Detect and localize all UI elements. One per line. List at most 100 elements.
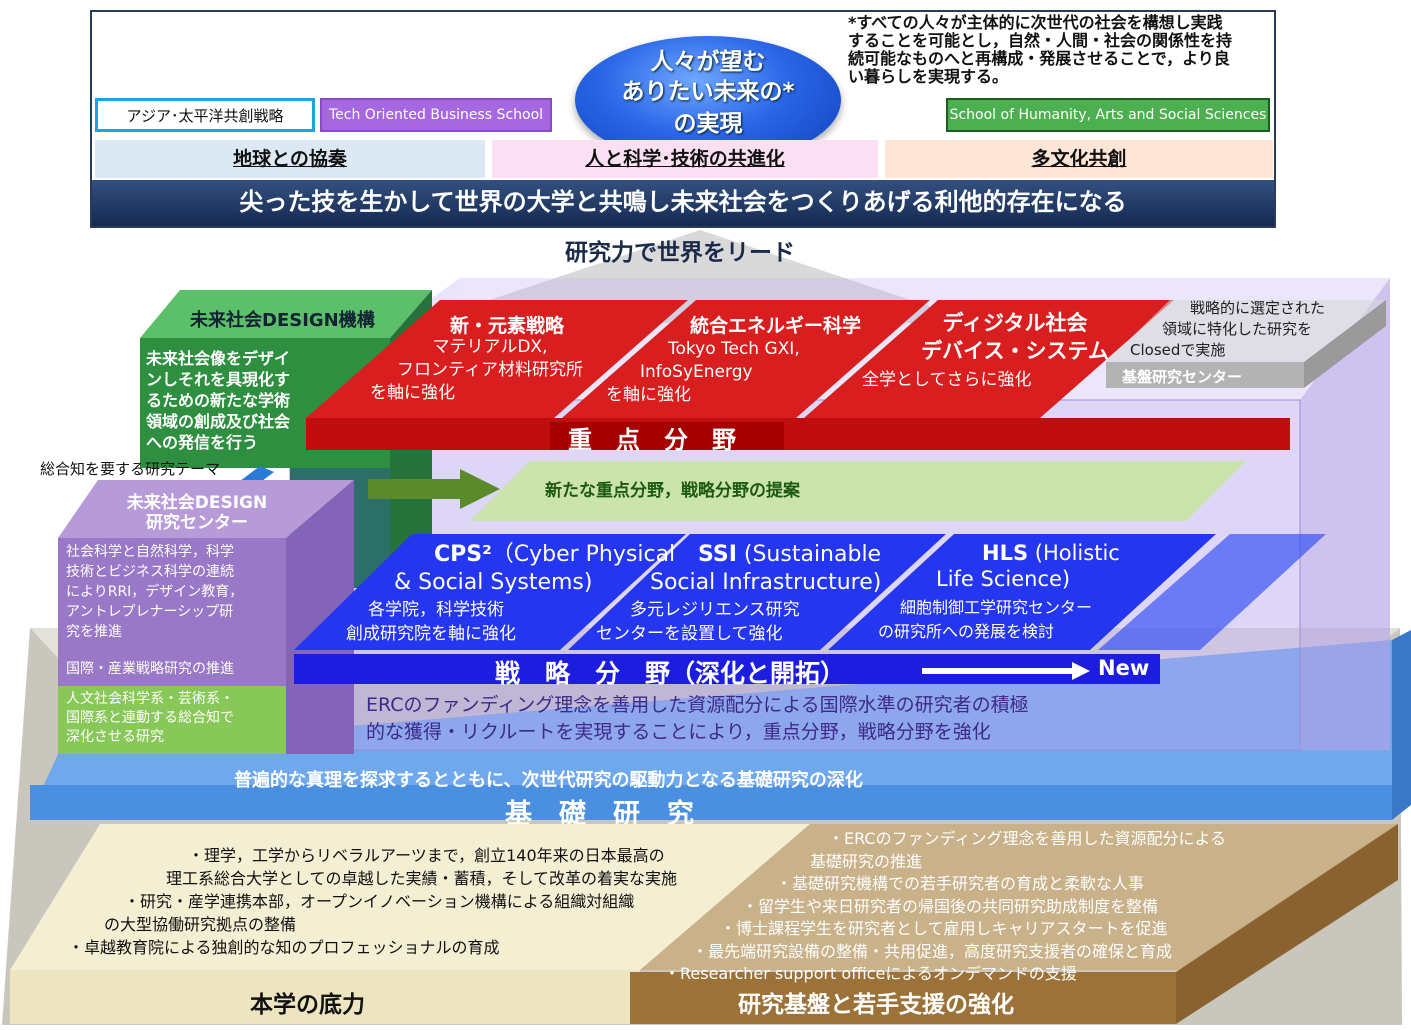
strategic-label: 戦 略 分 野（深化と開拓） — [495, 659, 846, 688]
proposal-band — [368, 461, 1246, 521]
design-center-line: によりRRI，デザイン教育， — [66, 584, 244, 600]
new-label: New — [1098, 656, 1150, 680]
design-center-para2: 国際・産業戦略研究の推進 — [66, 661, 234, 677]
support-line: ・最先端研究設備の整備・共用促進，高度研究支援者の確保と育成 — [692, 941, 1173, 961]
design-center-line: アントレプレナーシップ研 — [66, 604, 234, 620]
design-org-title: 未来社会DESIGN機構 — [190, 310, 375, 331]
priority-label: 重 点 分 野 — [568, 426, 736, 454]
priority-1-title: 新・元素戦略 — [450, 315, 565, 337]
basic-center-line: 戦略的に選定された — [1190, 299, 1326, 317]
footnote-line: い暮らしを実現する。 — [848, 67, 1009, 86]
strategic-2-title: SSI (Sustainable Social Infrastructure) — [650, 541, 881, 597]
priority-line: を軸に強化 — [606, 385, 691, 405]
strength-label: 本学の底力 — [250, 992, 365, 1018]
design-center-line: 技術とビジネス科学の連続 — [66, 564, 234, 580]
strategic-2-title-bold: SSI — [698, 542, 737, 567]
design-center-title-line: 研究センター — [146, 513, 248, 533]
vision-footnote: *すべての人々が主体的に次世代の社会を構想し実践 することを可能とし，自然・人間… — [848, 14, 1232, 86]
support-label: 研究基盤と若手支援の強化 — [738, 992, 1014, 1018]
design-org-line: 領域の創成及び社会 — [146, 412, 291, 431]
design-center-line: 国際系と連動する総合知で — [66, 710, 234, 726]
design-org-line: への発信を行う — [146, 433, 259, 452]
support-list: ・ERCのファンディング理念を善用した資源配分による 基礎研究の推進 ・基礎研究… — [664, 828, 1226, 986]
design-org-desc: 未来社会像をデザイ ンしそれを具現化す るための新たな学術 領域の創成及び社会 … — [146, 348, 290, 453]
priority-line: マテリアルDX, — [432, 337, 548, 357]
design-org-line: るための新たな学術 — [146, 391, 291, 410]
priority-3-title: ディジタル社会 デバイス・システム — [890, 309, 1140, 365]
strength-line: の大型協働研究拠点の整備 — [104, 915, 297, 934]
lead-arrow — [420, 230, 980, 323]
integrated-theme-label: 総合知を要する研究テーマ — [40, 460, 221, 478]
support-line: ・Researcher support officeによるオンデマンドの支援 — [664, 964, 1077, 983]
support-line: 基礎研究の推進 — [810, 851, 923, 871]
priority-line: を軸に強化 — [370, 383, 455, 403]
strategic-1-title: CPS²（Cyber Physical & Social Systems) — [394, 541, 675, 597]
proposal-label: 新たな重点分野，戦略分野の提案 — [545, 481, 800, 501]
basic-center-line: Closedで実施 — [1130, 341, 1226, 359]
footnote-line: することを可能とし，自然・人間・社会の関係性を持 — [848, 31, 1233, 50]
erc-text: ERCのファンディング理念を善用した資源配分による国際水準の研究者の積極 的な獲… — [366, 692, 1029, 746]
strategic-3-title-line2: Life Science) — [936, 567, 1071, 591]
new-arrow — [922, 662, 1090, 680]
priority-line: InfoSyEnergy — [640, 362, 753, 382]
design-center-line: 社会科学と自然科学，科学 — [66, 544, 234, 560]
priority-3-desc: 全学としてさらに強化 — [862, 370, 1032, 390]
strength-line: ・卓越教育院による独創的な知のプロフェッショナルの育成 — [68, 938, 500, 957]
strategic-1-title-bold: CPS² — [434, 542, 492, 567]
design-org-line: ンしそれを具現化す — [146, 370, 291, 389]
strategic-3-title-rest: (Holistic — [1028, 541, 1120, 565]
priority-line: Tokyo Tech GXI, — [668, 339, 800, 359]
bubble-line-2: ありたい未来の* — [621, 79, 795, 105]
support-line: ・博士課程学生を研究者として雇用しキャリアスタートを促進 — [720, 919, 1168, 938]
strategic-1-title-line2: & Social Systems) — [394, 570, 593, 595]
priority-3-title-line: デバイス・システム — [921, 339, 1109, 363]
lead-label: 研究力で世界をリード — [565, 240, 795, 266]
footnote-line: 続可能なものへと再構成・発展させることで，より良 — [848, 49, 1230, 68]
support-line: ・留学生や来日研究者の帰国後の共同研究助成制度を整備 — [742, 896, 1159, 916]
strategic-3-title: HLS (Holistic Life Science) — [936, 540, 1120, 592]
erc-line: 的な獲得・リクルートを実現することにより，重点分野，戦略分野を強化 — [366, 721, 991, 743]
strategic-3-desc: 細胞制御工学研究センター の研究所への発展を検討 — [878, 596, 1092, 644]
strategic-line: センターを設置して強化 — [596, 624, 783, 644]
tag-asia: アジア･太平洋共創戦略 — [95, 98, 315, 132]
erc-line: ERCのファンディング理念を善用した資源配分による国際水準の研究者の積極 — [366, 694, 1029, 716]
basic-center-desc: 戦略的に選定された 領域に特化した研究を Closedで実施 — [1130, 298, 1325, 361]
strategic-3-title-bold: HLS — [982, 541, 1029, 565]
foundation-subtitle: 普遍的な真理を探求するとともに、次世代研究の駆動力となる基礎研究の深化 — [234, 770, 863, 791]
priority-line: フロンティア材料研究所 — [397, 360, 583, 380]
priority-2-desc: Tokyo Tech GXI, InfoSyEnergy を軸に強化 — [606, 338, 800, 407]
strategic-2-title-line2: Social Infrastructure) — [650, 570, 882, 595]
support-line: ・ERCのファンディング理念を善用した資源配分による — [828, 829, 1227, 848]
strength-list: ・理学，工学からリベラルアーツまで，創立140年来の日本最高の 理工系総合大学と… — [68, 844, 678, 959]
design-center-box — [58, 480, 354, 754]
basic-center-line: 領域に特化した研究を — [1162, 320, 1313, 338]
design-center-para1: 社会科学と自然科学，科学 技術とビジネス科学の連続 によりRRI，デザイン教育，… — [66, 542, 243, 642]
pillar-culture: 多文化共創 — [885, 140, 1273, 178]
strength-line: ・理学，工学からリベラルアーツまで，創立140年来の日本最高の — [188, 846, 665, 865]
strategic-line: 各学院，科学技術 — [368, 600, 504, 620]
priority-2-title: 統合エネルギー科学 — [690, 315, 862, 337]
bubble-line-1: 人々が望む — [650, 49, 766, 75]
strategic-line: 多元レジリエンス研究 — [630, 600, 800, 620]
bubble-line-3: の実現 — [673, 111, 743, 137]
footnote-line: *すべての人々が主体的に次世代の社会を構想し実践 — [848, 13, 1223, 32]
strategic-line: 細胞制御工学研究センター — [900, 598, 1093, 617]
priority-1-desc: マテリアルDX, フロンティア材料研究所 を軸に強化 — [370, 336, 610, 405]
design-org-line: 未来社会像をデザイ — [146, 349, 291, 368]
design-center-para3: 人文社会科学系・芸術系・ 国際系と連動する総合知で 深化させる研究 — [66, 690, 234, 747]
pillar-science: 人と科学･技術の共進化 — [492, 140, 878, 178]
design-center-line: 人文社会科学系・芸術系・ — [66, 691, 234, 707]
design-center-line: 深化させる研究 — [66, 729, 164, 745]
mission-banner: 尖った技を生かして世界の大学と共鳴し未来社会をつくりあげる利他的存在になる — [92, 180, 1274, 226]
design-center-title: 未来社会DESIGN 研究センター — [112, 493, 282, 533]
pillar-earth: 地球との協奏 — [95, 140, 485, 178]
strategic-2-desc: 多元レジリエンス研究 センターを設置して強化 — [596, 598, 800, 646]
strategic-slab — [294, 534, 1326, 684]
tag-tech-business: Tech Oriented Business School — [320, 98, 552, 132]
strength-line: 理工系総合大学としての卓越した実績・蓄積，そして改革の着実な実施 — [166, 869, 678, 888]
bottom-panels — [10, 824, 1398, 1024]
strategic-line: 創成研究院を軸に強化 — [346, 624, 516, 644]
tag-humanity: School of Humanity, Arts and Social Scie… — [946, 98, 1270, 132]
priority-slab — [306, 300, 1290, 450]
design-center-line: 究を推進 — [66, 624, 122, 640]
